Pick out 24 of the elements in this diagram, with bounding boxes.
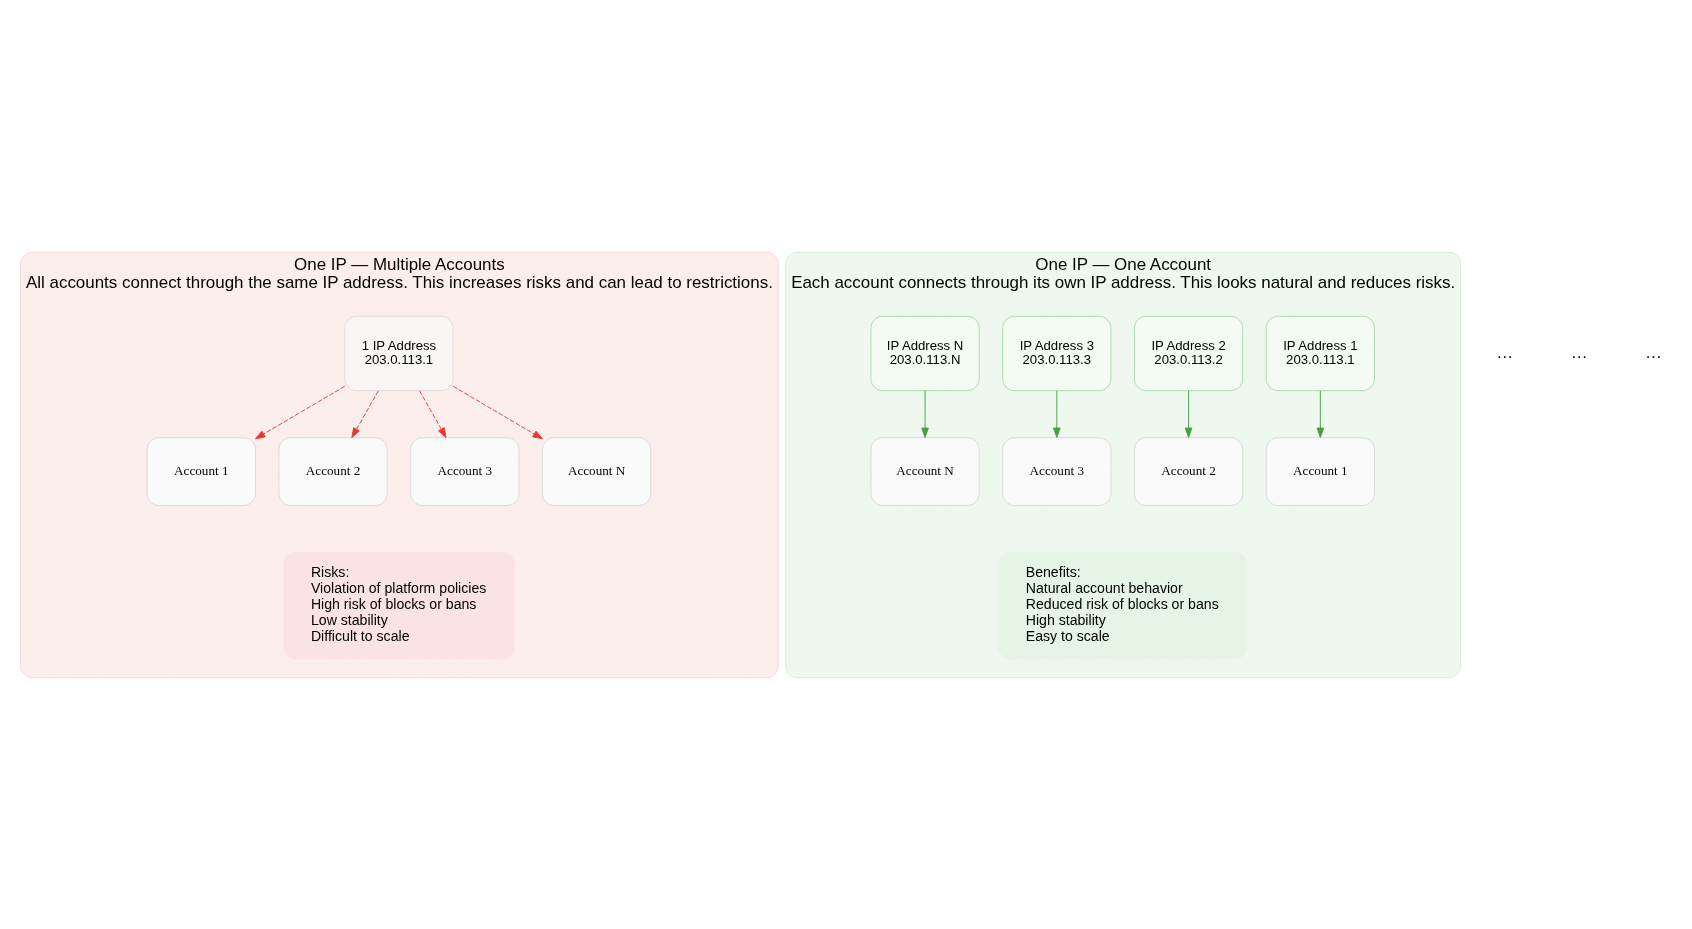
node-box: Account 1 [1265, 436, 1375, 506]
node-box: Account 2 [278, 436, 388, 506]
arrow [254, 385, 346, 439]
arrow [351, 389, 379, 438]
label: … [1645, 342, 1662, 362]
arrow [1053, 389, 1061, 438]
node-box: IP Address N 203.0.113.N [870, 315, 980, 391]
node-box: IP Address 2 203.0.113.2 [1134, 315, 1244, 391]
node-box: 1 IP Address 203.0.113.1 [344, 315, 454, 391]
label: … [1570, 342, 1588, 362]
node-box: IP Address 3 203.0.113.3 [1002, 315, 1112, 391]
arrow [419, 389, 447, 438]
arrow [1316, 389, 1325, 438]
node-box: Account N [542, 436, 652, 506]
node-box: Account 1 [146, 436, 256, 506]
label: … [1496, 342, 1514, 362]
node-box: Account 3 [410, 436, 520, 506]
arrow [452, 385, 543, 439]
arrow [1184, 389, 1193, 438]
arrow [921, 389, 929, 438]
node-box: Account N [870, 436, 980, 506]
node-box: IP Address 1 203.0.113.1 [1265, 315, 1375, 391]
node-box: Account 2 [1134, 436, 1244, 506]
node-box: Account 3 [1002, 436, 1112, 506]
